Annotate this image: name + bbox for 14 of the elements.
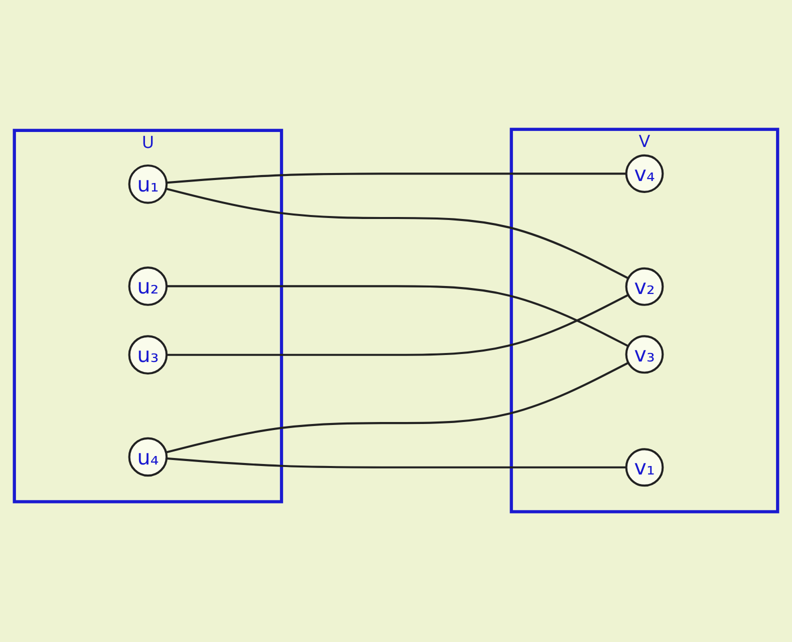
connector <box>166 173 626 184</box>
node-circle: v₁ <box>625 448 664 488</box>
node-circle: u₃ <box>128 336 168 375</box>
node-circle: u₁ <box>128 164 168 204</box>
node-circle: v₃ <box>625 336 664 374</box>
connector <box>166 458 626 469</box>
node-circle: v₄ <box>625 154 664 194</box>
connector <box>166 294 629 356</box>
connector <box>166 286 629 348</box>
connector <box>166 362 629 454</box>
node-circle: v₂ <box>625 268 664 306</box>
node-circle: u₄ <box>128 438 168 478</box>
node-circle: u₂ <box>128 266 168 306</box>
connector <box>166 188 629 280</box>
